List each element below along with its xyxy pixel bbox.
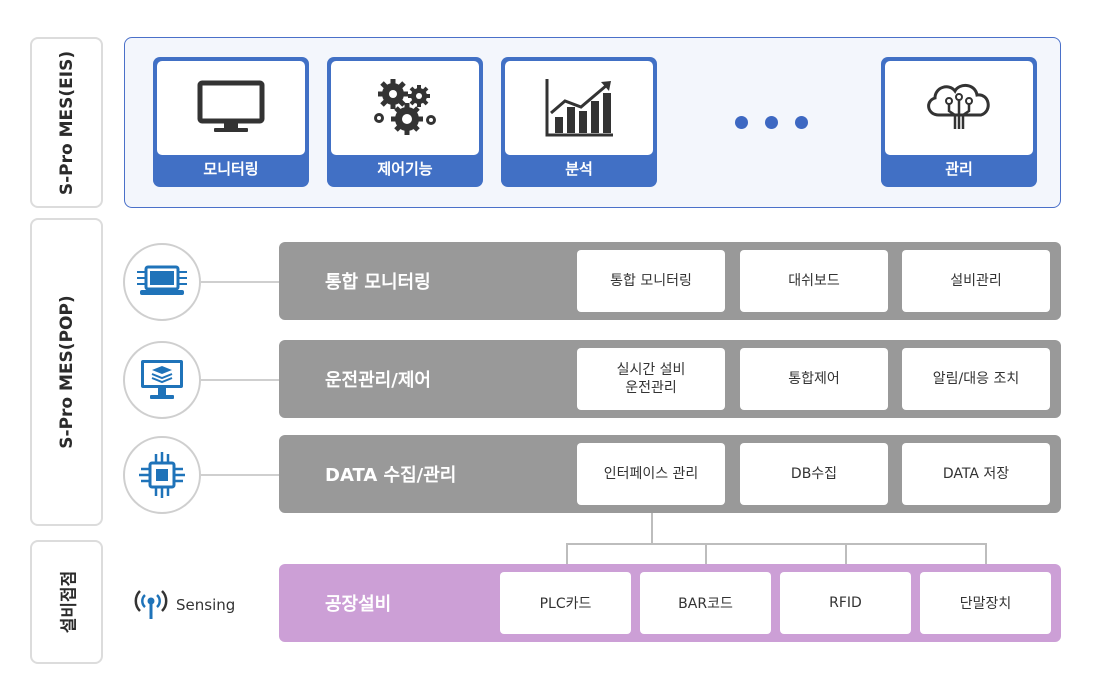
pop-item-box[interactable]: 실시간 설비 운전관리 xyxy=(577,348,725,410)
section-label-eis-text: S-Pro MES(EIS) xyxy=(56,50,77,195)
laptop-network-icon-circle xyxy=(123,243,201,321)
dot xyxy=(795,116,808,129)
eis-card-management[interactable]: 관리 xyxy=(881,57,1037,187)
pop-item-box[interactable]: DATA 저장 xyxy=(902,443,1050,505)
tree-line xyxy=(985,543,987,573)
row-connector xyxy=(201,379,280,381)
pop-item-box[interactable]: 통합제어 xyxy=(740,348,888,410)
tree-line xyxy=(651,513,653,544)
pop-row-monitoring: 통합 모니터링 통합 모니터링 대쉬보드 설비관리 xyxy=(279,242,1061,320)
dot xyxy=(765,116,778,129)
pop-row-operation: 운전관리/제어 실시간 설비 운전관리 통합제어 알림/대응 조치 xyxy=(279,340,1061,418)
eis-card-icon-area xyxy=(505,61,653,155)
section-label-pop: S-Pro MES(POP) xyxy=(30,218,103,526)
eis-card-label: 모니터링 xyxy=(203,160,259,178)
row-connector xyxy=(201,474,280,476)
monitor-icon xyxy=(197,80,265,132)
pop-item-box[interactable]: 설비관리 xyxy=(902,250,1050,312)
factory-row: 공장설비 PLC카드 BAR코드 RFID 단말장치 xyxy=(279,564,1061,642)
chip-icon xyxy=(139,452,185,498)
cloud-network-icon xyxy=(927,84,990,129)
pop-row-title: DATA 수집/관리 xyxy=(325,465,457,486)
pop-item-box[interactable]: 통합 모니터링 xyxy=(577,250,725,312)
section-label-pop-text: S-Pro MES(POP) xyxy=(56,295,77,449)
monitor-layers-icon-circle xyxy=(123,341,201,419)
pop-item-box[interactable]: 대쉬보드 xyxy=(740,250,888,312)
chip-icon-circle xyxy=(123,436,201,514)
tree-line xyxy=(566,543,568,573)
antenna-signal-icon xyxy=(134,590,168,619)
section-label-equip: 설비접점 xyxy=(30,540,103,664)
tree-line xyxy=(845,543,847,573)
tree-line xyxy=(566,543,987,545)
factory-item-box[interactable]: BAR코드 xyxy=(640,572,771,634)
pop-row-title: 운전관리/제어 xyxy=(325,370,431,391)
factory-row-title: 공장설비 xyxy=(325,594,392,615)
row-connector xyxy=(201,281,280,283)
eis-card-icon-area xyxy=(885,61,1033,155)
more-indicator xyxy=(735,116,808,129)
pop-row-title: 통합 모니터링 xyxy=(325,272,431,293)
sensing-text: Sensing xyxy=(176,596,236,614)
tree-line xyxy=(705,543,707,573)
dot xyxy=(735,116,748,129)
laptop-network-icon xyxy=(137,265,187,295)
eis-card-label: 관리 xyxy=(945,160,973,178)
bar-chart-icon xyxy=(545,79,613,137)
eis-card-icon-area xyxy=(331,61,479,155)
eis-card-label: 제어기능 xyxy=(377,160,433,178)
section-label-equip-text: 설비접점 xyxy=(59,570,79,634)
eis-card-monitoring[interactable]: 모니터링 xyxy=(153,57,309,187)
factory-item-box[interactable]: RFID xyxy=(780,572,911,634)
factory-item-box[interactable]: 단말장치 xyxy=(920,572,1051,634)
monitor-layers-icon xyxy=(141,360,183,399)
gears-icon xyxy=(374,79,436,135)
sensing-label: Sensing xyxy=(134,590,235,620)
section-label-eis: S-Pro MES(EIS) xyxy=(30,37,103,208)
factory-item-box[interactable]: PLC카드 xyxy=(500,572,631,634)
pop-item-box[interactable]: DB수집 xyxy=(740,443,888,505)
eis-card-analysis[interactable]: 분석 xyxy=(501,57,657,187)
pop-row-data: DATA 수집/관리 인터페이스 관리 DB수집 DATA 저장 xyxy=(279,435,1061,513)
eis-card-control[interactable]: 제어기능 xyxy=(327,57,483,187)
eis-card-icon-area xyxy=(157,61,305,155)
eis-card-label: 분석 xyxy=(565,160,593,178)
pop-item-box[interactable]: 알림/대응 조치 xyxy=(902,348,1050,410)
pop-item-box[interactable]: 인터페이스 관리 xyxy=(577,443,725,505)
